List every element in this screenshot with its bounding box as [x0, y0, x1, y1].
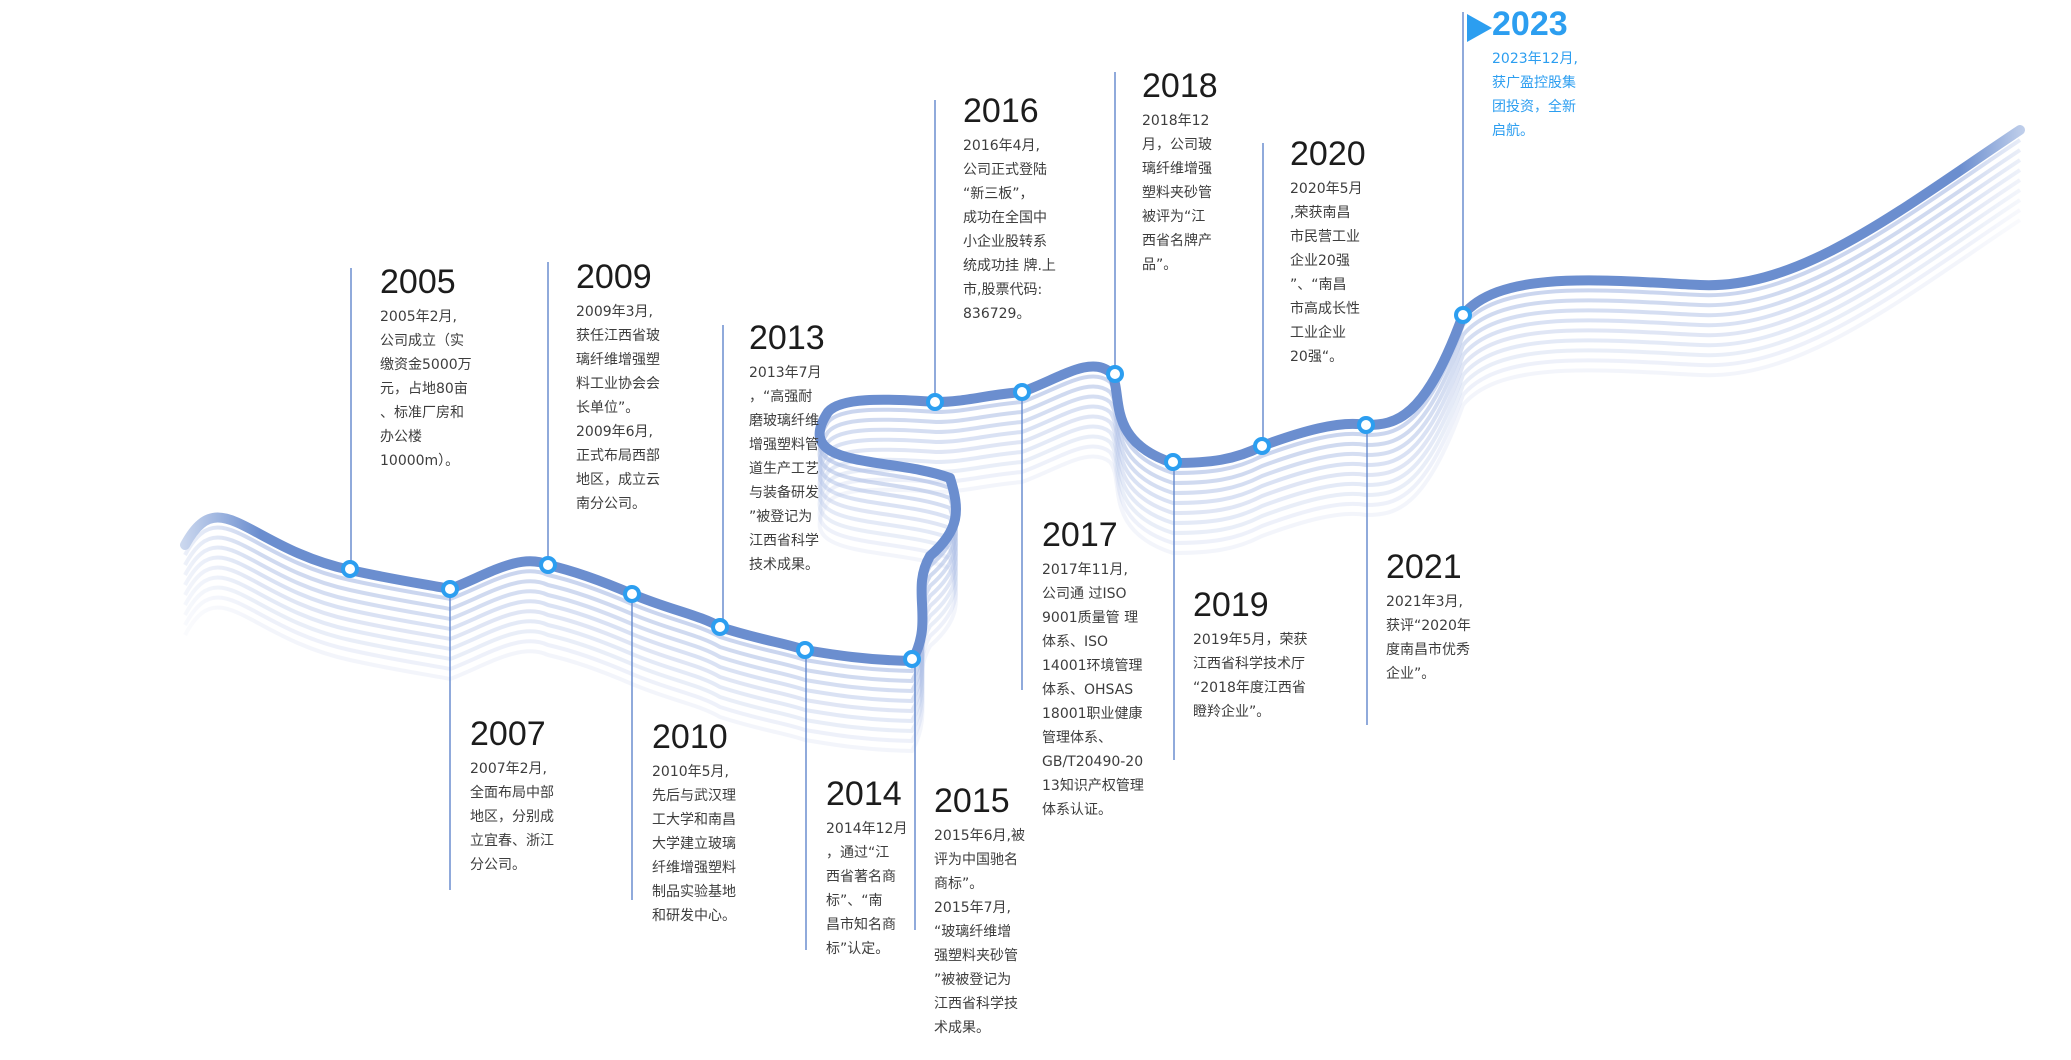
- milestone-2015: 2015 2015年6月,被 评为中国驰名 商标”。 2015年7月, “玻璃纤…: [934, 781, 1025, 1040]
- milestone-year: 2023: [1492, 5, 1568, 43]
- milestone-2014: 2014 2014年12月 ，通过“江 西省著名商 标”、“南 昌市知名商 标”…: [826, 774, 907, 961]
- milestone-marker: [1164, 453, 1182, 471]
- milestone-2009: 2009 2009年3月, 获任江西省玻 璃纤维增强塑 料工业协会会 长单位”。…: [576, 257, 660, 516]
- milestone-year: 2007: [470, 715, 546, 753]
- milestone-2010: 2010 2010年5月, 先后与武汉理 工大学和南昌 大学建立玻璃 纤维增强塑…: [652, 717, 736, 928]
- milestone-text: 2010年5月, 先后与武汉理 工大学和南昌 大学建立玻璃 纤维增强塑料 制品实…: [652, 764, 736, 924]
- milestone-year: 2020: [1290, 135, 1366, 173]
- milestone-2016: 2016 2016年4月, 公司正式登陆 “新三板”， 成功在全国中 小企业股转…: [963, 91, 1056, 326]
- milestone-year: 2021: [1386, 548, 1462, 586]
- milestone-2007: 2007 2007年2月, 全面布局中部 地区，分别成 立宜春、浙江 分公司。: [470, 714, 554, 877]
- milestone-text: 2009年3月, 获任江西省玻 璃纤维增强塑 料工业协会会 长单位”。 2009…: [576, 304, 660, 512]
- milestone-2023: 2023 2023年12月, 获广盈控股集 团投资，全新 启航。: [1492, 4, 1578, 143]
- milestone-text: 2020年5月 ,荣获南昌 市民营工业 企业20强 ”、“南昌 市高成长性 工业…: [1290, 181, 1363, 365]
- milestone-marker: [796, 641, 814, 659]
- milestone-marker: [1454, 306, 1472, 324]
- milestone-marker: [711, 618, 729, 636]
- milestone-text: 2014年12月 ，通过“江 西省著名商 标”、“南 昌市知名商 标”认定。: [826, 821, 908, 957]
- milestone-text: 2015年6月,被 评为中国驰名 商标”。 2015年7月, “玻璃纤维增 强塑…: [934, 828, 1025, 1036]
- milestone-marker: [903, 650, 921, 668]
- milestone-marker: [926, 393, 944, 411]
- milestone-2013: 2013 2013年7月 ，“高强耐 磨玻璃纤维 增强塑料管 道生产工艺 与装备…: [749, 318, 825, 577]
- milestone-2021: 2021 2021年3月, 获评“2020年 度南昌市优秀 企业”。: [1386, 547, 1471, 686]
- milestone-marker: [441, 580, 459, 598]
- milestone-year: 2015: [934, 782, 1010, 820]
- milestone-2020: 2020 2020年5月 ,荣获南昌 市民营工业 企业20强 ”、“南昌 市高成…: [1290, 134, 1366, 369]
- milestone-text: 2023年12月, 获广盈控股集 团投资，全新 启航。: [1492, 51, 1578, 139]
- milestone-year: 2009: [576, 258, 652, 296]
- flag-icon: [1467, 14, 1492, 42]
- milestone-year: 2019: [1193, 586, 1269, 624]
- milestone-text: 2005年2月, 公司成立（实 缴资金5000万 元，占地80亩 、标准厂房和 …: [380, 309, 472, 469]
- milestone-marker: [539, 556, 557, 574]
- milestone-year: 2010: [652, 718, 728, 756]
- milestone-marker: [623, 585, 641, 603]
- milestone-year: 2014: [826, 775, 902, 813]
- milestone-text: 2013年7月 ，“高强耐 磨玻璃纤维 增强塑料管 道生产工艺 与装备研发 ”被…: [749, 365, 822, 573]
- milestone-text: 2019年5月，荣获 江西省科学技术厅 “2018年度江西省 瞪羚企业”。: [1193, 632, 1308, 720]
- milestone-year: 2018: [1142, 67, 1218, 105]
- milestone-year: 2013: [749, 319, 825, 357]
- milestone-text: 2018年12 月，公司玻 璃纤维增强 塑料夹砂管 被评为“江 西省名牌产 品”…: [1142, 113, 1212, 273]
- milestone-marker: [1357, 416, 1375, 434]
- milestone-marker: [341, 560, 359, 578]
- milestone-text: 2007年2月, 全面布局中部 地区，分别成 立宜春、浙江 分公司。: [470, 761, 554, 873]
- milestone-2005: 2005 2005年2月, 公司成立（实 缴资金5000万 元，占地80亩 、标…: [380, 262, 472, 473]
- milestone-2017: 2017 2017年11月, 公司通 过ISO 9001质量管 理 体系、ISO…: [1042, 515, 1144, 822]
- milestone-2019: 2019 2019年5月，荣获 江西省科学技术厅 “2018年度江西省 瞪羚企业…: [1193, 585, 1308, 724]
- milestone-text: 2021年3月, 获评“2020年 度南昌市优秀 企业”。: [1386, 594, 1471, 682]
- milestone-text: 2017年11月, 公司通 过ISO 9001质量管 理 体系、ISO 1400…: [1042, 562, 1144, 818]
- milestone-year: 2016: [963, 92, 1039, 130]
- milestone-marker: [1106, 365, 1124, 383]
- milestone-year: 2005: [380, 263, 456, 301]
- milestone-marker: [1253, 437, 1271, 455]
- milestone-marker: [1013, 383, 1031, 401]
- milestone-text: 2016年4月, 公司正式登陆 “新三板”， 成功在全国中 小企业股转系 统成功…: [963, 138, 1056, 322]
- milestone-year: 2017: [1042, 516, 1118, 554]
- milestone-2018: 2018 2018年12 月，公司玻 璃纤维增强 塑料夹砂管 被评为“江 西省名…: [1142, 66, 1218, 277]
